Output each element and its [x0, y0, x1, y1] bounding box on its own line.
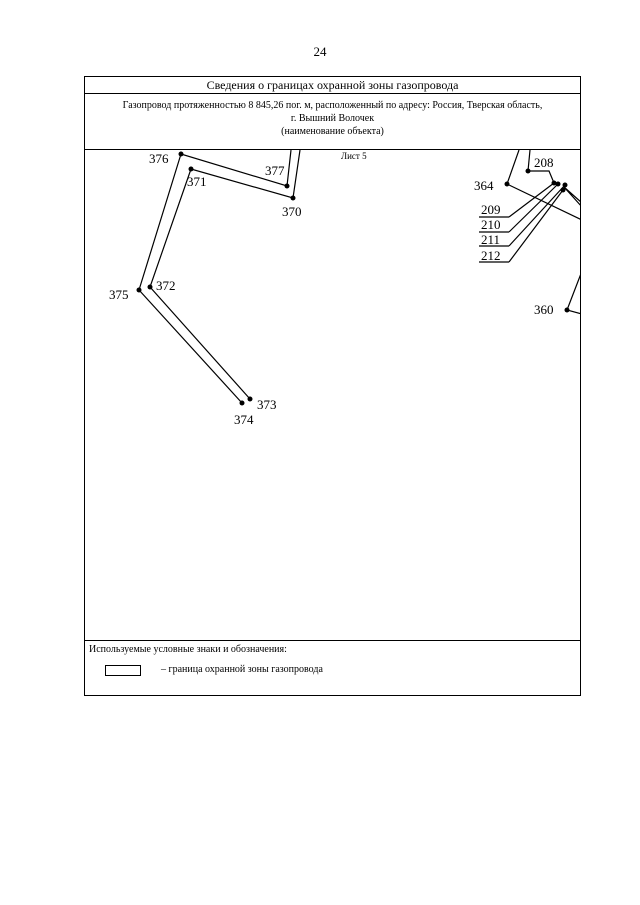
- point-marker-375: [136, 287, 142, 293]
- leader-line-210: [508, 183, 559, 233]
- boundary-map: Лист 5: [85, 150, 580, 640]
- point-label-376: 376: [149, 151, 169, 166]
- leader-line-212: [508, 189, 564, 263]
- point-label-373: 373: [257, 397, 277, 412]
- point-marker-372: [147, 284, 153, 290]
- zone-boundary-inner-left: [149, 150, 301, 400]
- point-label-370: 370: [282, 204, 302, 219]
- point-label-377: 377: [265, 163, 285, 178]
- point-marker-371: [188, 166, 194, 172]
- point-label-209: 209: [481, 202, 501, 217]
- point-marker-360: [564, 307, 570, 313]
- point-label-360: 360: [534, 302, 554, 317]
- legend-boundary-swatch: [105, 665, 141, 676]
- point-label-371: 371: [187, 174, 207, 189]
- map-svg: 376 371 377 370 375 372 373 374 208 364 …: [109, 150, 580, 427]
- zone-boundary-right-diag: [563, 186, 580, 206]
- point-label-211: 211: [481, 232, 500, 247]
- point-marker-212: [560, 187, 566, 193]
- point-marker-208: [525, 168, 531, 174]
- point-label-210: 210: [481, 217, 501, 232]
- legend-title: Используемые условные знаки и обозначени…: [89, 644, 287, 655]
- point-label-374: 374: [234, 412, 254, 427]
- document-frame: Сведения о границах охранной зоны газопр…: [84, 76, 581, 696]
- leader-line-211: [508, 184, 566, 247]
- point-label-212: 212: [481, 248, 501, 263]
- point-marker-373: [247, 396, 253, 402]
- point-marker-377: [284, 183, 290, 189]
- point-marker-376: [178, 151, 184, 157]
- object-description-line2: г. Вышний Волочек: [290, 113, 375, 124]
- object-description: Газопровод протяженностью 8 845,26 пог. …: [85, 93, 580, 150]
- point-marker-364: [504, 181, 510, 187]
- point-marker-370: [290, 195, 296, 201]
- point-label-208: 208: [534, 155, 554, 170]
- document-title: Сведения о границах охранной зоны газопр…: [85, 77, 580, 94]
- point-label-372: 372: [156, 278, 176, 293]
- point-label-375: 375: [109, 287, 129, 302]
- legend-item-text: – граница охранной зоны газопровода: [161, 664, 323, 675]
- point-marker-374: [239, 400, 245, 406]
- sheet-label: Лист 5: [341, 151, 367, 161]
- point-marker-209: [551, 180, 557, 186]
- page-number: 24: [313, 44, 327, 59]
- point-marker-211: [562, 182, 568, 188]
- object-description-line1: Газопровод протяженностью 8 845,26 пог. …: [122, 100, 543, 111]
- zone-boundary-right-inner: [527, 150, 555, 184]
- point-marker-210: [555, 181, 561, 187]
- zone-boundary-outer-left: [138, 150, 292, 404]
- leader-line-209: [508, 182, 555, 218]
- point-label-364: 364: [474, 178, 494, 193]
- zone-boundary-right-lower: [566, 274, 580, 315]
- legend: Используемые условные знаки и обозначени…: [85, 640, 580, 696]
- object-description-line3: (наименование объекта): [281, 126, 384, 137]
